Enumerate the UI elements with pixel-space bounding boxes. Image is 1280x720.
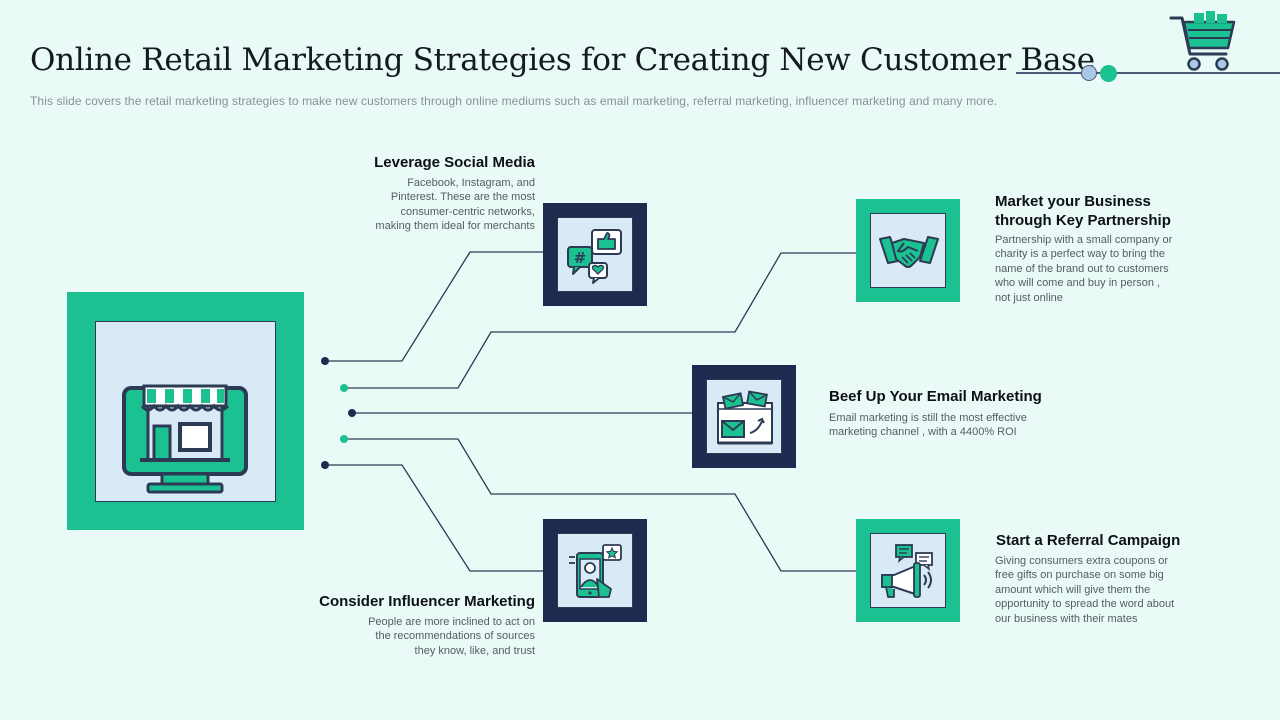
email-marketing-icon [717,390,773,445]
handshake-icon [879,236,939,268]
social-media-title: Leverage Social Media [374,154,535,171]
partnership-desc: Partnership with a small company or char… [995,233,1235,305]
influencer-title: Consider Influencer Marketing [319,593,535,610]
email-marketing-desc-line: marketing channel , with a 4400% ROI [829,426,1017,439]
influencer-desc-line: People are more inclined to act on [368,616,535,628]
email-marketing-title: Beef Up Your Email Marketing [829,388,1042,405]
referral-desc-line: our business with their mates [995,612,1138,625]
social-media-icon: # [567,229,622,284]
referral-title: Start a Referral Campaign [996,532,1181,549]
referral-desc: Giving consumers extra coupons or free g… [995,554,1245,626]
social-media-desc-line: Facebook, Instagram, and [407,177,535,189]
header-dot-green [1100,65,1117,82]
email-marketing-desc: Email marketing is still the most effect… [829,411,1089,440]
svg-text:#: # [574,249,587,267]
connector-partnership [344,252,858,389]
page-subtitle: This slide covers the retail marketing s… [30,94,998,108]
connector-dot-3 [348,409,356,417]
referral-desc-line: opportunity to spread the word about [995,598,1175,611]
influencer-desc-line: the recommendations of sources [375,630,535,643]
referral-box [856,519,960,622]
referral-desc-line: Giving consumers extra coupons or [995,555,1169,567]
social-media-desc-line: making them ideal for merchants [375,220,535,233]
partnership-title: Market your Business through Key Partner… [995,192,1255,230]
partnership-desc-line: not just online [995,291,1063,304]
influencer-desc-line: they know, like, and trust [414,644,535,657]
partnership-desc-line: Partnership with a small company or [995,234,1173,246]
connector-influencer [325,464,545,572]
page-title: Online Retail Marketing Strategies for C… [30,42,1095,78]
connector-social [325,251,545,362]
partnership-box [856,199,960,302]
social-media-desc: Facebook, Instagram, and Pinterest. Thes… [300,176,535,234]
connector-dot-5 [321,461,329,469]
partnership-title-line: through Key Partnership [995,212,1171,229]
header-divider [1016,72,1280,74]
email-marketing-desc-line: Email marketing is still the most effect… [829,412,1027,424]
connector-dot-2 [340,384,348,392]
shopping-cart-icon [1169,11,1236,71]
influencer-phone-icon [569,544,622,598]
header-dot-blue [1081,65,1097,81]
influencer-desc: People are more inclined to act on the r… [300,615,535,658]
referral-desc-line: amount which will give them the [995,583,1151,596]
connector-dot-1 [321,357,329,365]
partnership-desc-line: who will come and buy in person , [995,277,1161,290]
referral-desc-line: free gifts on purchase on some big [995,569,1164,582]
megaphone-referral-icon [881,544,933,598]
partnership-desc-line: name of the brand out to customers [995,262,1169,275]
online-store-monitor-icon [122,384,248,494]
influencer-box [543,519,647,622]
social-media-desc-line: Pinterest. These are the most [390,191,535,204]
partnership-desc-line: charity is a perfect way to bring the [995,248,1165,261]
social-media-desc-line: consumer-centric networks, [400,205,536,218]
connector-dot-4 [340,435,348,443]
email-marketing-box [692,365,796,468]
partnership-title-line: Market your Business [995,193,1151,210]
social-media-box: # [543,203,647,306]
hub-frame [67,292,304,530]
connector-referral [344,438,858,572]
hub-panel [95,321,276,502]
